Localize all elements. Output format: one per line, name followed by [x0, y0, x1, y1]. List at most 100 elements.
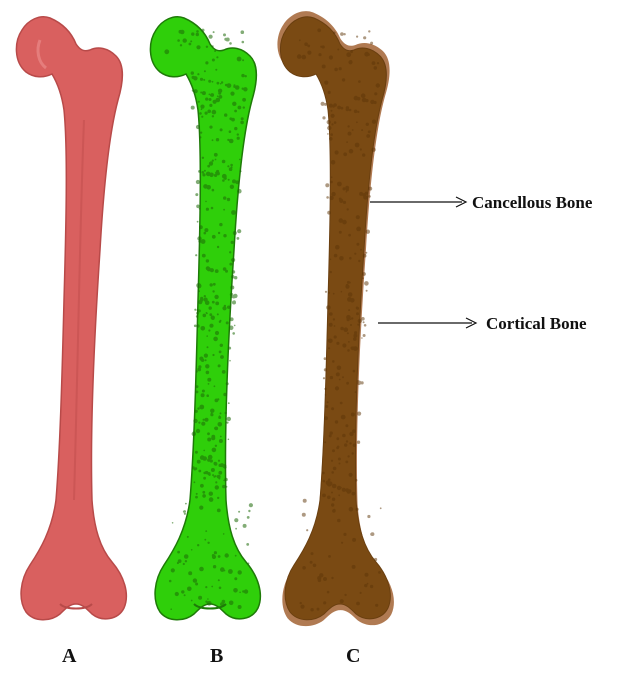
texture-speckle: [327, 401, 329, 403]
texture-speckle: [218, 89, 222, 93]
texture-speckle: [348, 132, 352, 136]
texture-speckle: [220, 355, 224, 359]
texture-speckle: [198, 290, 200, 292]
texture-speckle: [205, 201, 207, 203]
texture-speckle: [215, 159, 217, 161]
texture-speckle: [217, 82, 220, 85]
texture-speckle: [232, 332, 235, 335]
texture-speckle: [184, 554, 189, 559]
texture-speckle: [233, 300, 236, 303]
texture-speckle: [197, 460, 201, 464]
texture-speckle: [348, 234, 351, 237]
texture-speckle: [376, 83, 380, 87]
texture-speckle: [332, 498, 335, 501]
texture-speckle: [346, 382, 349, 385]
texture-speckle: [191, 32, 194, 35]
texture-speckle: [239, 159, 241, 161]
texture-speckle: [217, 509, 221, 513]
texture-speckle: [212, 555, 216, 559]
texture-speckle: [227, 83, 232, 88]
texture-speckle: [378, 571, 381, 574]
texture-speckle: [218, 478, 220, 480]
texture-speckle: [331, 114, 335, 118]
texture-speckle: [205, 359, 207, 361]
texture-speckle: [341, 107, 344, 110]
texture-speckle: [348, 292, 353, 297]
texture-speckle: [177, 551, 180, 554]
texture-speckle: [212, 301, 215, 304]
texture-speckle: [196, 30, 199, 33]
texture-speckle: [228, 569, 233, 574]
texture-speckle: [331, 460, 333, 462]
texture-speckle: [201, 109, 203, 111]
texture-speckle: [334, 325, 336, 327]
texture-speckle: [198, 365, 201, 368]
texture-speckle: [310, 608, 313, 611]
texture-speckle: [248, 510, 250, 512]
texture-speckle: [368, 130, 371, 133]
texture-speckle: [342, 78, 345, 81]
texture-speckle: [196, 324, 200, 328]
texture-speckle: [370, 42, 373, 45]
texture-speckle: [365, 252, 367, 254]
texture-speckle: [212, 115, 214, 117]
texture-speckle: [349, 442, 351, 444]
texture-speckle: [194, 481, 196, 483]
texture-speckle: [229, 139, 234, 144]
texture-speckle: [199, 357, 203, 361]
texture-speckle: [202, 254, 206, 258]
texture-speckle: [210, 93, 214, 97]
texture-speckle: [169, 580, 172, 583]
texture-speckle: [229, 251, 231, 253]
texture-speckle: [222, 600, 226, 604]
texture-speckle: [196, 45, 200, 49]
texture-speckle: [199, 112, 202, 115]
texture-speckle: [218, 364, 221, 367]
texture-speckle: [360, 148, 362, 150]
texture-speckle: [332, 484, 337, 489]
texture-speckle: [212, 290, 214, 292]
texture-speckle: [356, 312, 359, 315]
texture-speckle: [214, 295, 218, 299]
panel-label-b: B: [210, 645, 223, 667]
texture-speckle: [223, 33, 226, 36]
texture-speckle: [243, 524, 247, 528]
texture-speckle: [227, 165, 229, 167]
texture-speckle: [374, 558, 377, 561]
texture-speckle: [235, 528, 237, 530]
texture-speckle: [374, 92, 377, 95]
texture-speckle: [218, 579, 220, 581]
texture-speckle: [358, 80, 361, 83]
texture-speckle: [205, 418, 209, 422]
texture-speckle: [208, 455, 213, 460]
texture-speckle: [206, 185, 211, 190]
texture-speckle: [323, 601, 326, 604]
texture-speckle: [226, 321, 229, 324]
texture-speckle: [235, 555, 237, 557]
texture-speckle: [217, 95, 219, 97]
texture-speckle: [340, 487, 342, 489]
texture-speckle: [366, 290, 368, 292]
texture-speckle: [346, 141, 348, 143]
texture-speckle: [241, 117, 244, 120]
texture-speckle: [202, 171, 205, 174]
texture-speckle: [196, 312, 199, 315]
texture-speckle: [209, 104, 212, 107]
texture-speckle: [210, 283, 213, 286]
cancellous-bone-label: Cancellous Bone: [472, 193, 593, 212]
texture-speckle: [365, 573, 369, 577]
texture-speckle: [202, 456, 207, 461]
texture-speckle: [190, 40, 192, 42]
texture-speckle: [223, 533, 225, 535]
texture-speckle: [211, 435, 215, 439]
texture-speckle: [228, 402, 230, 404]
texture-speckle: [207, 378, 211, 382]
texture-speckle: [340, 599, 344, 603]
texture-speckle: [213, 100, 217, 104]
texture-speckle: [363, 195, 367, 199]
texture-speckle: [346, 440, 348, 442]
texture-speckle: [329, 434, 332, 437]
texture-speckle: [214, 385, 216, 387]
texture-speckle: [353, 334, 357, 338]
texture-speckle: [306, 529, 308, 531]
